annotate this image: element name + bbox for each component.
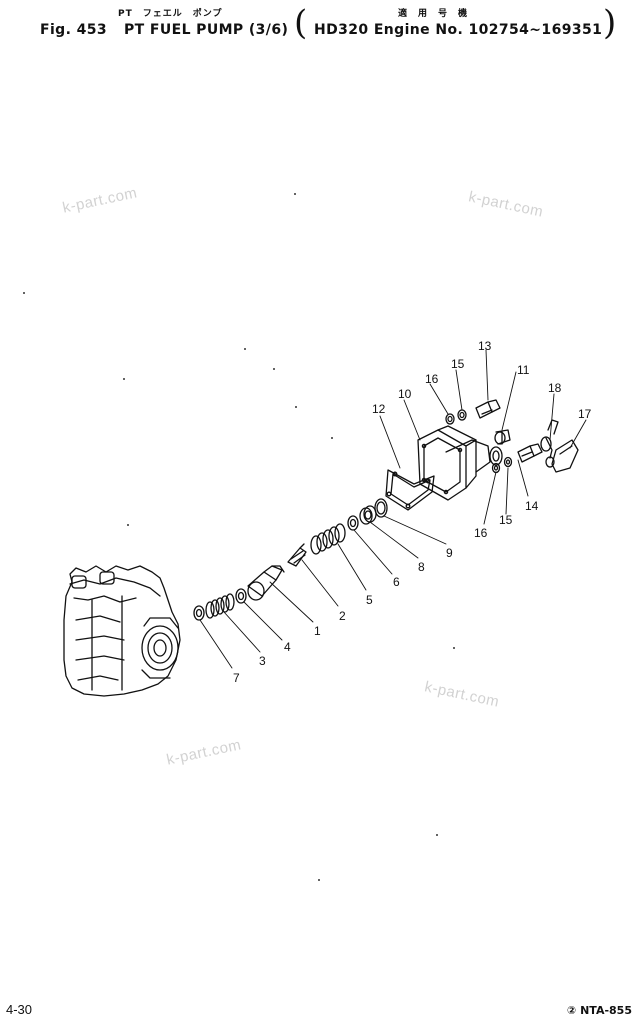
callout-12: 12 [372,402,386,416]
part-9-snap-ring [374,498,388,518]
part-16-washer-upper [445,413,455,425]
callout-5: 5 [366,593,373,607]
part-10-cover [417,425,503,501]
callout-17: 17 [578,407,592,421]
drawing-code-text: NTA-855 [580,1004,632,1017]
callout-15: 15 [499,513,513,527]
drawing-code: ② NTA-855 [567,1004,632,1017]
callout-8: 8 [418,560,425,574]
callout-7: 7 [233,671,240,685]
close-paren: ) [603,3,617,43]
part-11-fitting [494,429,511,445]
part-15-washer-lower [503,456,513,468]
part-5-spring [310,523,346,555]
header-jp-title: PT フェエル ポンプ [118,9,223,19]
part-14-bolt [517,443,543,463]
callout-2: 2 [339,609,346,623]
callout-9: 9 [446,546,453,560]
part-12-gasket [385,469,435,511]
part-13-bolt [475,399,501,419]
callout-15: 15 [451,357,465,371]
callout-4: 4 [284,640,291,654]
applicability-text: HD320 Engine No. 102754~169351 [314,22,603,38]
figure-number: Fig. 453 [40,22,107,38]
callout-16: 16 [425,372,439,386]
callout-6: 6 [393,575,400,589]
callout-16: 16 [474,526,488,540]
callout-numbers: 1 2 3 4 5 6 7 8 9 10 11 12 13 14 15 15 1… [233,339,592,685]
part-1-plunger [247,565,285,601]
callout-3: 3 [259,654,266,668]
circled-number: ② [566,1004,577,1017]
part-15-washer-upper [457,409,467,421]
open-paren: ( [294,3,308,43]
part-3-spring [205,593,235,619]
part-2-needle [287,543,307,567]
header-jp-applicability: 適 用 号 機 [398,9,469,19]
callout-18: 18 [548,381,562,395]
pump-housing [63,565,181,697]
callout-10: 10 [398,387,412,401]
part-8-retainer [359,505,377,525]
part-4-washer [235,588,247,604]
part-17-bracket [551,439,579,473]
callout-1: 1 [314,624,321,638]
callout-11: 11 [517,363,530,377]
part-18-banjo [540,419,559,468]
callout-13: 13 [478,339,492,353]
part-6-washer [347,515,359,531]
scan-specks [23,193,455,881]
part-7-washer [193,605,205,621]
page-number: 4-30 [6,1002,33,1017]
callout-14: 14 [525,499,539,513]
figure-title: PT FUEL PUMP (3/6) [124,22,289,38]
